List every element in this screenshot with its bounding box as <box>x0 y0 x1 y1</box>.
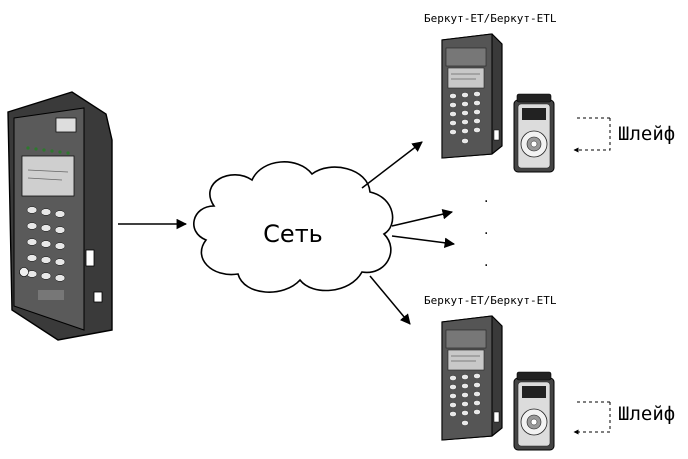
remote-group-top: Беркут-ET/Беркут-ETL Шлейф <box>424 12 675 173</box>
loop-plug-top <box>513 93 555 173</box>
loop-label-top: Шлейф <box>618 123 675 145</box>
link-arrow-network-to-bottom <box>369 275 411 325</box>
link-arrow-network-to-middle-2 <box>391 235 456 248</box>
ellipsis-dot: . <box>484 222 488 238</box>
link-arrow-network-to-top <box>361 141 423 189</box>
link-arrow-network-to-middle-1 <box>391 209 454 227</box>
network-label: Сеть <box>263 220 323 248</box>
loop-plug-bottom <box>513 371 555 451</box>
remote-bottom-title: Беркут-ET/Беркут-ETL <box>424 294 557 307</box>
remote-group-bottom: Беркут-ET/Беркут-ETL Шлейф <box>424 294 675 451</box>
main-tester-device <box>7 91 113 341</box>
loop-label-bottom: Шлейф <box>618 403 675 425</box>
ellipsis-dot: . <box>484 190 488 206</box>
ellipsis-dot: . <box>484 254 488 270</box>
remote-top-title: Беркут-ET/Беркут-ETL <box>424 12 557 25</box>
remote-tester-top <box>441 33 503 159</box>
remote-tester-bottom <box>441 315 503 441</box>
network-cloud <box>193 161 394 293</box>
